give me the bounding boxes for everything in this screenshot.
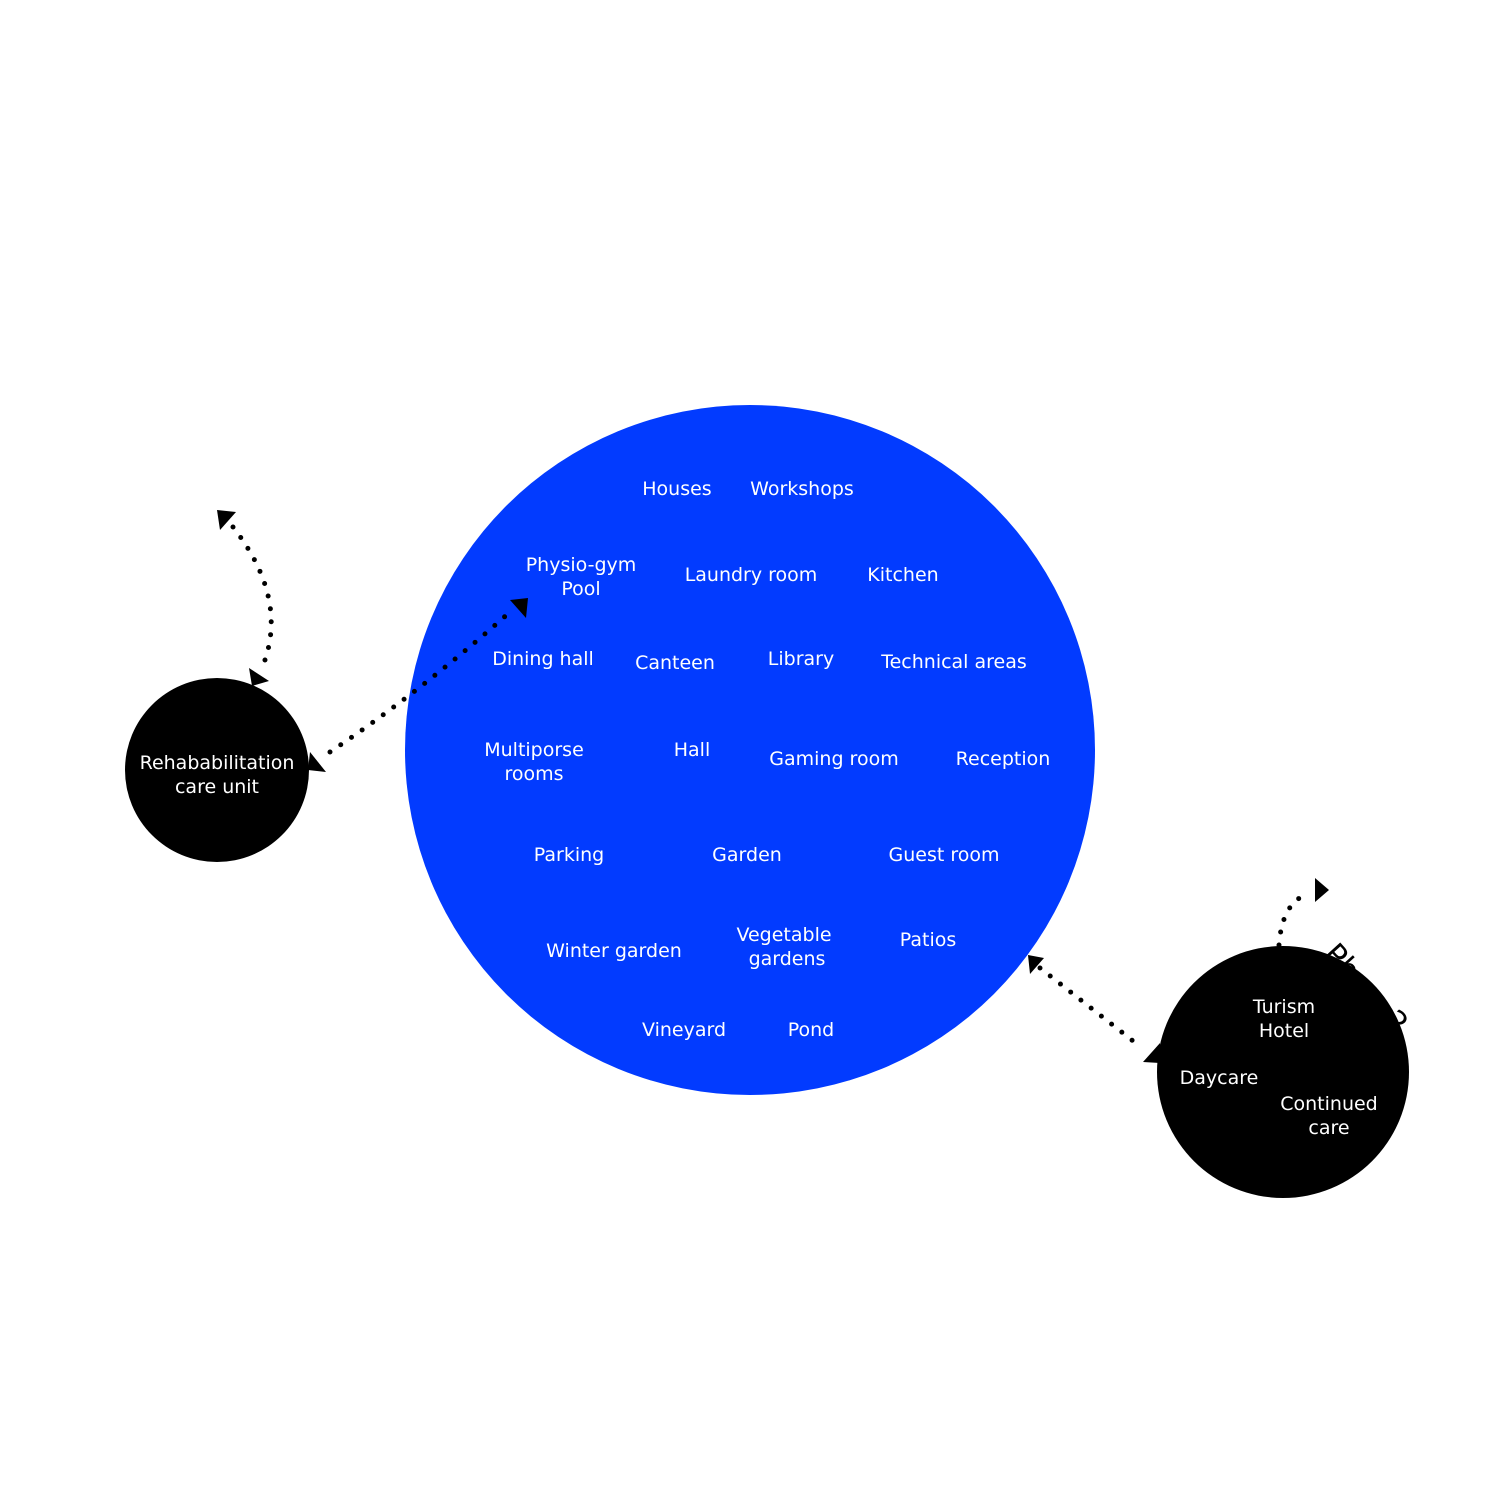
label-patios: Patios xyxy=(900,929,957,951)
label-houses: Houses xyxy=(642,478,711,500)
rehab-label-line2: care unit xyxy=(175,776,259,798)
label-pool: Pool xyxy=(561,578,600,600)
label-technical: Technical areas xyxy=(880,651,1027,673)
phase2-hotel: Hotel xyxy=(1259,1020,1309,1042)
label-library: Library xyxy=(768,648,834,670)
rehab-circle xyxy=(125,678,309,862)
rehab-hub-connector xyxy=(327,609,513,755)
label-vegetable: Vegetable xyxy=(736,924,831,946)
arrowhead-icon xyxy=(1315,878,1329,902)
rehab-label-line1: Rehababilitation xyxy=(140,752,295,774)
arrowhead-icon xyxy=(217,510,236,530)
label-kitchen: Kitchen xyxy=(867,564,938,586)
arrowhead-icon xyxy=(510,598,528,618)
label-canteen: Canteen xyxy=(635,652,715,674)
rehab-loop-connector xyxy=(230,524,274,671)
label-dining: Dining hall xyxy=(492,648,594,670)
label-vegetable-gardens: gardens xyxy=(749,948,826,970)
phase2-turism: Turism xyxy=(1252,996,1315,1018)
label-vineyard: Vineyard xyxy=(642,1019,726,1041)
label-parking: Parking xyxy=(534,844,604,866)
phase2-continued: Continued xyxy=(1280,1093,1378,1115)
phase2-outgoing-connector xyxy=(1276,892,1308,948)
label-reception: Reception xyxy=(956,748,1051,770)
arrowhead-icon xyxy=(249,668,269,686)
arrowhead-icon xyxy=(1143,1043,1160,1063)
label-pond: Pond xyxy=(788,1019,835,1041)
label-multiporse-rooms: rooms xyxy=(504,763,563,785)
hub-phase2-connector xyxy=(1037,965,1145,1051)
arrowhead-icon xyxy=(308,752,326,772)
hub-circle xyxy=(405,405,1095,1095)
label-workshops: Workshops xyxy=(750,478,854,500)
label-guest: Guest room xyxy=(889,844,1000,866)
label-hall: Hall xyxy=(674,739,711,761)
label-garden: Garden xyxy=(712,844,782,866)
label-winter: Winter garden xyxy=(546,940,682,962)
phase2-circle xyxy=(1157,946,1409,1198)
arrowhead-icon xyxy=(1028,955,1044,974)
label-multiporse: Multiporse xyxy=(484,739,584,761)
label-laundry: Laundry room xyxy=(685,564,818,586)
phase2-daycare: Daycare xyxy=(1180,1067,1259,1089)
phase2-care: care xyxy=(1308,1117,1349,1139)
label-gaming: Gaming room xyxy=(769,748,898,770)
label-physio-gym: Physio-gym xyxy=(526,554,637,576)
